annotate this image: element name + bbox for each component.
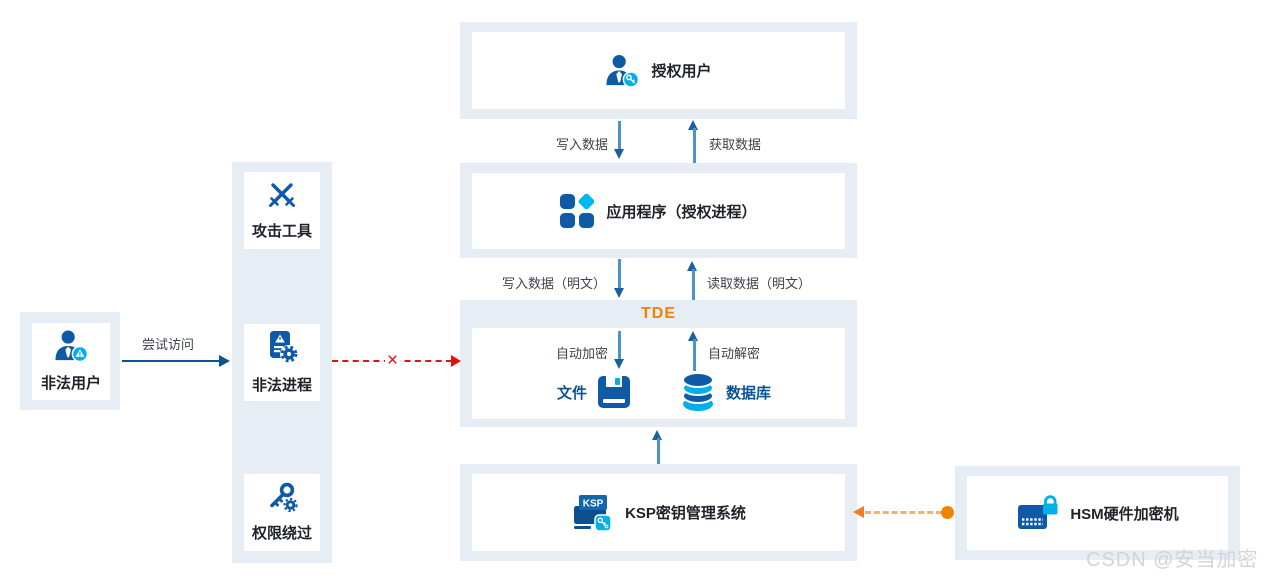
attack-column: 攻击工具 非法进程: [232, 162, 332, 563]
auto-encrypt-label: 自动加密: [555, 346, 608, 361]
privilege-bypass-label: 权限绕过: [251, 525, 312, 542]
write-plain-arrow-head: [614, 288, 624, 298]
attack-tools-icon: [269, 183, 295, 207]
ksp-node: KSP KSP密钥管理系统: [460, 464, 857, 561]
get-data-label: 获取数据: [709, 137, 762, 152]
write-plain-arrow-line: [618, 259, 621, 290]
read-plain-label: 读取数据（明文）: [707, 276, 812, 291]
illegal-user-node: 非法用户: [20, 312, 120, 410]
tde-node-inner: [472, 328, 845, 419]
application-node-inner: 应用程序（授权进程）: [472, 173, 845, 249]
read-plain-arrow-head: [687, 261, 697, 271]
auto-encrypt-arrow-line: [618, 331, 621, 361]
write-plain-label: 写入数据（明文）: [501, 276, 606, 291]
get-data-arrow-line: [693, 128, 696, 163]
tde-title: TDE: [641, 305, 676, 322]
hsm-ksp-arrow-line: [865, 511, 942, 514]
ksp-system-icon: KSP: [574, 494, 612, 532]
authorized-user-label: 授权用户: [651, 63, 712, 80]
attack-tools-item: 攻击工具: [244, 172, 320, 249]
application-icon: [560, 194, 595, 228]
illegal-process-item: 非法进程: [244, 324, 320, 401]
get-data-arrow-head: [688, 120, 698, 130]
application-label: 应用程序（授权进程）: [606, 203, 757, 221]
illegal-process-label: 非法进程: [251, 377, 312, 394]
hsm-node: HSM硬件加密机: [955, 466, 1240, 560]
illegal-user-label: 非法用户: [40, 375, 101, 392]
file-disk-icon: [598, 376, 631, 408]
ksp-label: KSP密钥管理系统: [625, 505, 746, 522]
illegal-user-node-inner: 非法用户: [32, 323, 110, 400]
auto-decrypt-arrow-head: [688, 331, 698, 341]
ksp-icon-text: KSP: [583, 498, 604, 509]
hsm-node-inner: HSM硬件加密机: [967, 476, 1228, 550]
file-label: 文件: [557, 384, 588, 402]
file-group: 文件: [557, 374, 632, 410]
application-node: 应用程序（授权进程）: [460, 163, 857, 258]
try-access-label: 尝试访问: [141, 337, 194, 352]
authorized-user-node-inner: 授权用户: [472, 32, 845, 109]
database-group: 数据库: [679, 371, 771, 413]
read-plain-arrow-line: [692, 269, 695, 329]
write-data-label: 写入数据: [555, 137, 608, 152]
auto-encrypt-arrow-head: [614, 359, 624, 369]
privilege-bypass-item: 权限绕过: [244, 474, 320, 551]
try-access-arrow-line: [122, 360, 219, 362]
hsm-ksp-arrow-head: [853, 506, 864, 518]
database-label: 数据库: [726, 384, 772, 402]
hsm-ksp-arrow-dot: [941, 506, 954, 519]
illegal-user-icon: [55, 330, 88, 362]
try-access-arrow-head: [219, 355, 230, 367]
hsm-label: HSM硬件加密机: [1070, 505, 1179, 523]
hsm-device-icon: [1018, 495, 1058, 529]
blocked-attack-arrow-head: [451, 355, 461, 367]
ksp-tde-arrow-line: [657, 438, 660, 469]
auto-decrypt-label: 自动解密: [708, 346, 761, 361]
ksp-tde-arrow-head: [652, 430, 662, 440]
database-icon: [682, 372, 714, 411]
auto-decrypt-arrow-line: [693, 339, 696, 371]
authorized-user-icon: [606, 54, 640, 88]
write-data-arrow-line: [618, 121, 621, 151]
authorized-user-node: 授权用户: [460, 22, 857, 119]
ksp-node-inner: KSP KSP密钥管理系统: [472, 474, 845, 551]
write-data-arrow-head: [614, 149, 624, 159]
attack-tools-label: 攻击工具: [251, 223, 312, 240]
illegal-process-icon: [270, 331, 298, 363]
blocked-x-icon: ×: [385, 350, 401, 371]
watermark: CSDN @安当加密: [1086, 549, 1259, 571]
privilege-bypass-icon: [270, 482, 298, 512]
